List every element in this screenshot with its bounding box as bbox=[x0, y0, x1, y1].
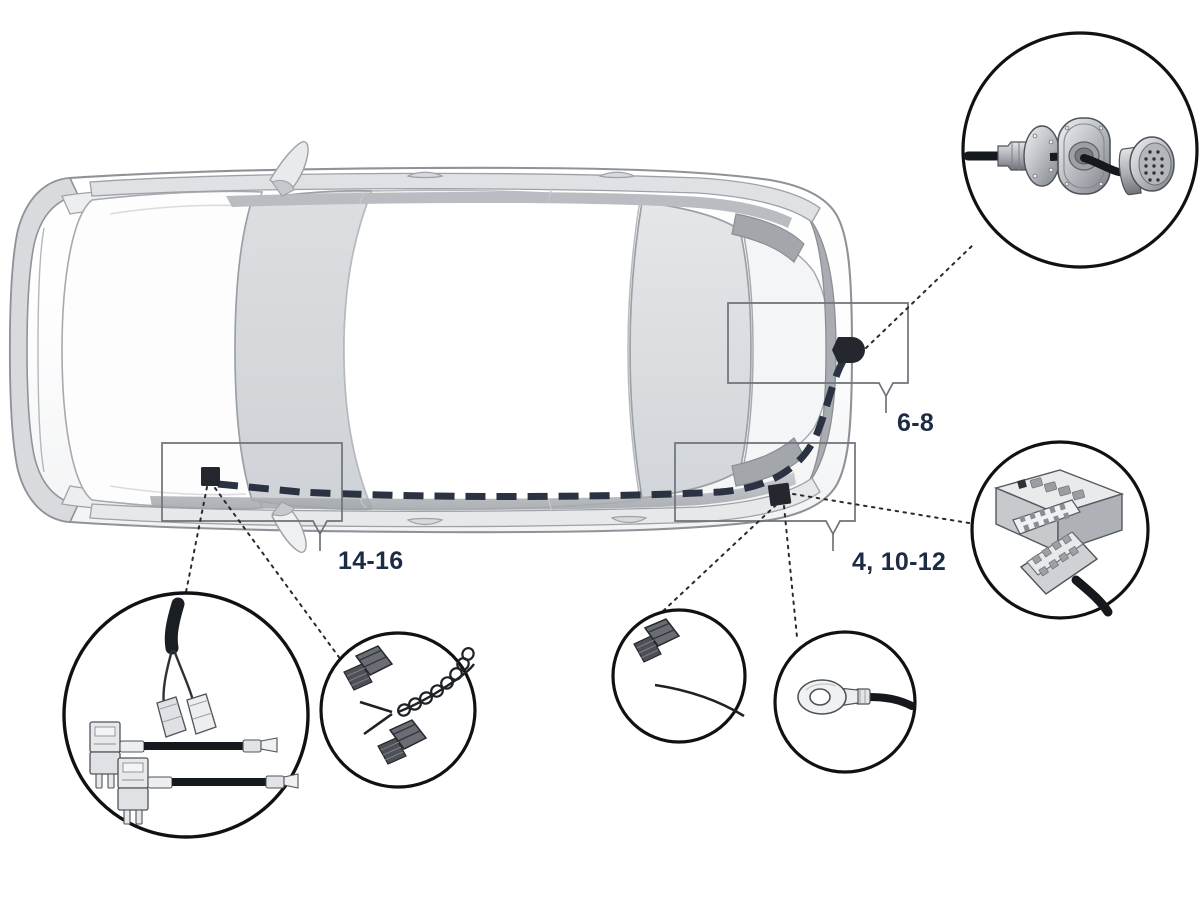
taillight-right bbox=[731, 437, 805, 487]
taillight-left bbox=[731, 213, 805, 263]
ecu-top-markings bbox=[1029, 477, 1085, 501]
harness-dashed-line bbox=[217, 354, 849, 500]
wiring-harness-route bbox=[217, 354, 849, 500]
callout-boxes bbox=[161, 302, 909, 551]
marker-rear-plug bbox=[832, 337, 865, 363]
ecu-socket-pins bbox=[1019, 503, 1070, 532]
ecu-label bbox=[1017, 479, 1027, 489]
leader-lines bbox=[185, 242, 976, 665]
ecu-module-illustration bbox=[993, 469, 1125, 617]
marker-ecu-point bbox=[767, 482, 792, 507]
harness-sheath bbox=[164, 597, 185, 655]
detail-cable-ties-loom bbox=[319, 631, 477, 789]
door-line-far-2 bbox=[548, 187, 553, 203]
cable-tie-loom-illustration bbox=[343, 645, 475, 765]
tie-strap-upper bbox=[343, 663, 373, 691]
tie-wire bbox=[654, 683, 745, 718]
thirteen-pin-plug bbox=[1118, 136, 1175, 196]
trunk-lid bbox=[740, 224, 831, 476]
front-bumper bbox=[9, 177, 80, 523]
cable-tie-single bbox=[633, 618, 681, 663]
front-grille-line bbox=[37, 227, 45, 473]
spade-terminal-a bbox=[156, 696, 187, 738]
fuse-tap-assembly-1 bbox=[89, 721, 278, 789]
callout-box-ecu-ground bbox=[674, 442, 856, 551]
ecu-connector-plug bbox=[1019, 531, 1113, 617]
plug-pins bbox=[1144, 150, 1164, 182]
callout-label-rear-socket: 6-8 bbox=[897, 409, 935, 437]
detail-socket-grommet bbox=[961, 31, 1199, 269]
ground-cable bbox=[864, 693, 916, 710]
mirror-far-arm bbox=[271, 179, 295, 197]
sill-far-side bbox=[89, 172, 821, 223]
ecu-plug-cable bbox=[1071, 575, 1113, 617]
fuse-tap-illustration bbox=[89, 597, 299, 825]
ring-terminal-illustration bbox=[797, 679, 916, 715]
marker-fuse-box bbox=[201, 467, 220, 486]
leader-ecu-to-ring bbox=[783, 505, 798, 638]
sill-near-shadow bbox=[150, 472, 796, 510]
loom-wire-end-2 bbox=[363, 712, 393, 736]
plug-contacts bbox=[1031, 533, 1080, 577]
door-handle-near-front bbox=[406, 517, 444, 526]
tie-strap-lower bbox=[377, 737, 407, 765]
fuse-tap-assembly-2 bbox=[117, 757, 299, 825]
detail-ecu-module bbox=[970, 440, 1150, 620]
mirror-near-arm bbox=[271, 501, 295, 517]
cable-tie-lower bbox=[377, 719, 428, 765]
harness-markers bbox=[201, 337, 865, 507]
sill-far-shadow bbox=[226, 191, 792, 228]
callout-label-front-fuse: 14-16 bbox=[338, 547, 404, 575]
leader-ecu-to-circle bbox=[792, 493, 976, 525]
leader-ecu-to-tie bbox=[661, 504, 777, 613]
socket-grommet-illustration bbox=[963, 117, 1175, 196]
cable-tie-upper bbox=[343, 645, 394, 691]
rear-window bbox=[629, 201, 752, 499]
vehicle-top-view bbox=[8, 141, 854, 553]
detail-cable-tie-single bbox=[611, 608, 747, 744]
corrugated-loom bbox=[397, 647, 475, 717]
detail-fuse-taps bbox=[62, 591, 310, 839]
callout-label-ecu-ground: 4, 10-12 bbox=[852, 548, 947, 576]
door-handle-far-rear bbox=[598, 171, 636, 179]
leader-rear-socket-to-circle bbox=[865, 242, 976, 349]
callout-box-rear-socket bbox=[727, 302, 909, 413]
terminal-hole bbox=[809, 688, 831, 706]
door-handle-near-rear bbox=[610, 515, 648, 524]
callout-box-front-fuse bbox=[161, 442, 343, 551]
hood-crease-lower bbox=[109, 485, 247, 496]
leader-fuse-to-fusetaps bbox=[185, 486, 208, 593]
mirror-near-side bbox=[271, 505, 307, 553]
door-line-near-2 bbox=[548, 497, 553, 513]
detail-ring-terminal bbox=[773, 630, 917, 774]
spade-terminal-b bbox=[186, 693, 217, 735]
roof bbox=[343, 189, 641, 511]
loom-wire-end-1 bbox=[359, 700, 393, 714]
single-cable-tie-illustration bbox=[633, 618, 745, 718]
door-handle-far-front bbox=[406, 171, 444, 179]
door-line-far-1 bbox=[359, 191, 367, 205]
